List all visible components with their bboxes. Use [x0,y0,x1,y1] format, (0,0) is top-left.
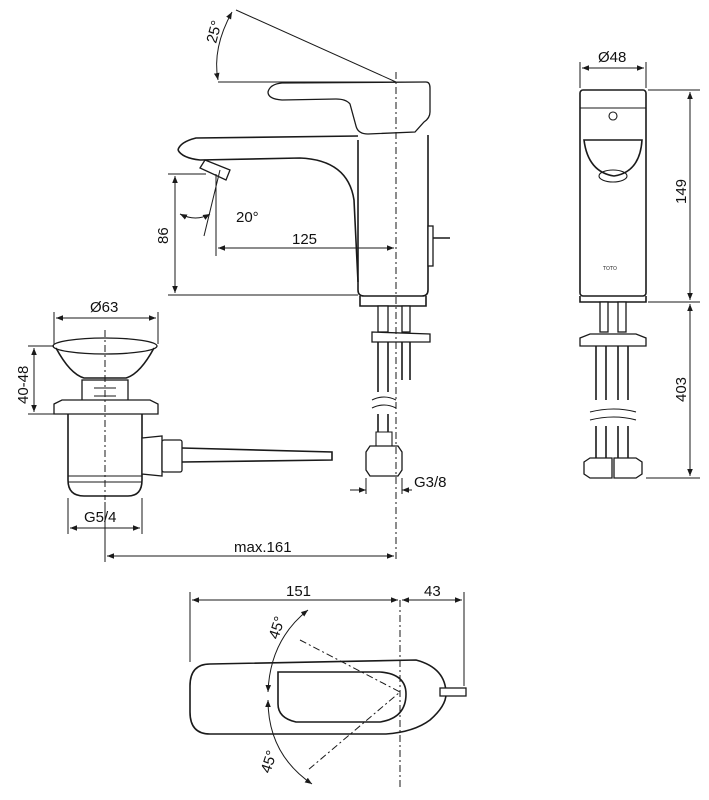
hose-break-1 [371,396,397,401]
front-hose-break-1 [589,408,637,413]
dim-top-handle: 43 [402,583,465,686]
label-body-height: 149 [673,179,690,204]
front-hoses-lower [595,426,629,458]
label-max-length: max.161 [234,539,292,556]
faucet-front-view: TOTO [579,89,647,479]
dim-angle-spout: 20° [179,169,259,237]
label-angle-top-view-2: 45° [258,748,281,775]
label-angle-top-view-1: 45° [266,614,289,641]
dim-hose-thread: G3/8 [350,474,447,494]
label-waste-thread: G5/4 [84,509,117,526]
front-aerator [598,169,628,183]
label-angle-spout: 20° [236,209,259,226]
label-top-handle: 43 [424,583,441,600]
popup-rod [427,225,434,267]
spout-top [177,135,359,151]
front-spout [583,139,643,177]
dim-spout-reach: 125 [215,174,394,256]
front-base [579,296,647,303]
hoses-lower [377,414,389,432]
dim-body-width: Ø48 [579,49,647,88]
front-indicator [608,111,618,121]
front-hose-break-2 [589,416,637,421]
label-spout-reach: 125 [292,231,317,248]
dim-waste-dia: Ø63 [53,299,159,344]
hoses-upper [377,342,411,392]
label-spout-height: 86 [155,227,172,244]
stud-right [401,305,411,333]
hose-nut [365,445,403,477]
faucet-top-view [189,600,467,790]
label-angle-top: 25° [203,19,225,45]
hose-break-2 [371,404,397,409]
front-hose-nut-left [583,457,613,479]
dim-spout-height: 86 [155,173,358,296]
dim-top-angle-2: 45° [258,699,313,785]
label-hose-length: 403 [673,377,690,402]
front-hose-nut-right [613,457,643,479]
faucet-body [357,135,429,297]
label-waste-range: 40-48 [15,366,32,404]
top-handle [277,671,407,723]
popup-waste [52,330,333,500]
stud-left [377,305,389,333]
faucet-side-view [177,72,450,560]
label-waste-dia: Ø63 [90,299,118,316]
waste-linkage-rod [181,447,333,463]
dim-max-length: max.161 [104,502,394,562]
dim-top-length: 151 [189,583,398,662]
spout-bottom [177,149,359,283]
front-stud-left [599,301,609,333]
front-mount-nut [579,333,647,347]
waste-body [67,414,143,497]
front-hoses-upper [595,346,629,400]
hose-ferrule [375,431,393,447]
top-popup-rod [439,687,467,697]
front-stud-right [617,301,627,333]
mounting-plate [371,331,431,343]
dim-hose-length: 403 [673,304,693,476]
label-hose-thread: G3/8 [414,474,447,491]
waste-rod-housing [161,439,183,473]
label-body-width: Ø48 [598,49,626,66]
top-outline [189,659,447,735]
aerator [199,159,231,181]
lever-handle [267,81,431,135]
front-body [579,89,647,297]
dim-waste-range: 40-48 [15,345,54,415]
label-top-length: 151 [286,583,311,600]
dim-angle-top: 25° [203,9,397,83]
front-logo: TOTO [602,266,617,272]
centerline-angle [299,639,401,771]
dim-top-angle-1: 45° [265,609,309,693]
waste-side-port [141,435,163,477]
waste-nut [53,399,159,415]
base-plate [359,296,427,307]
dim-body-height: 149 [646,89,700,479]
